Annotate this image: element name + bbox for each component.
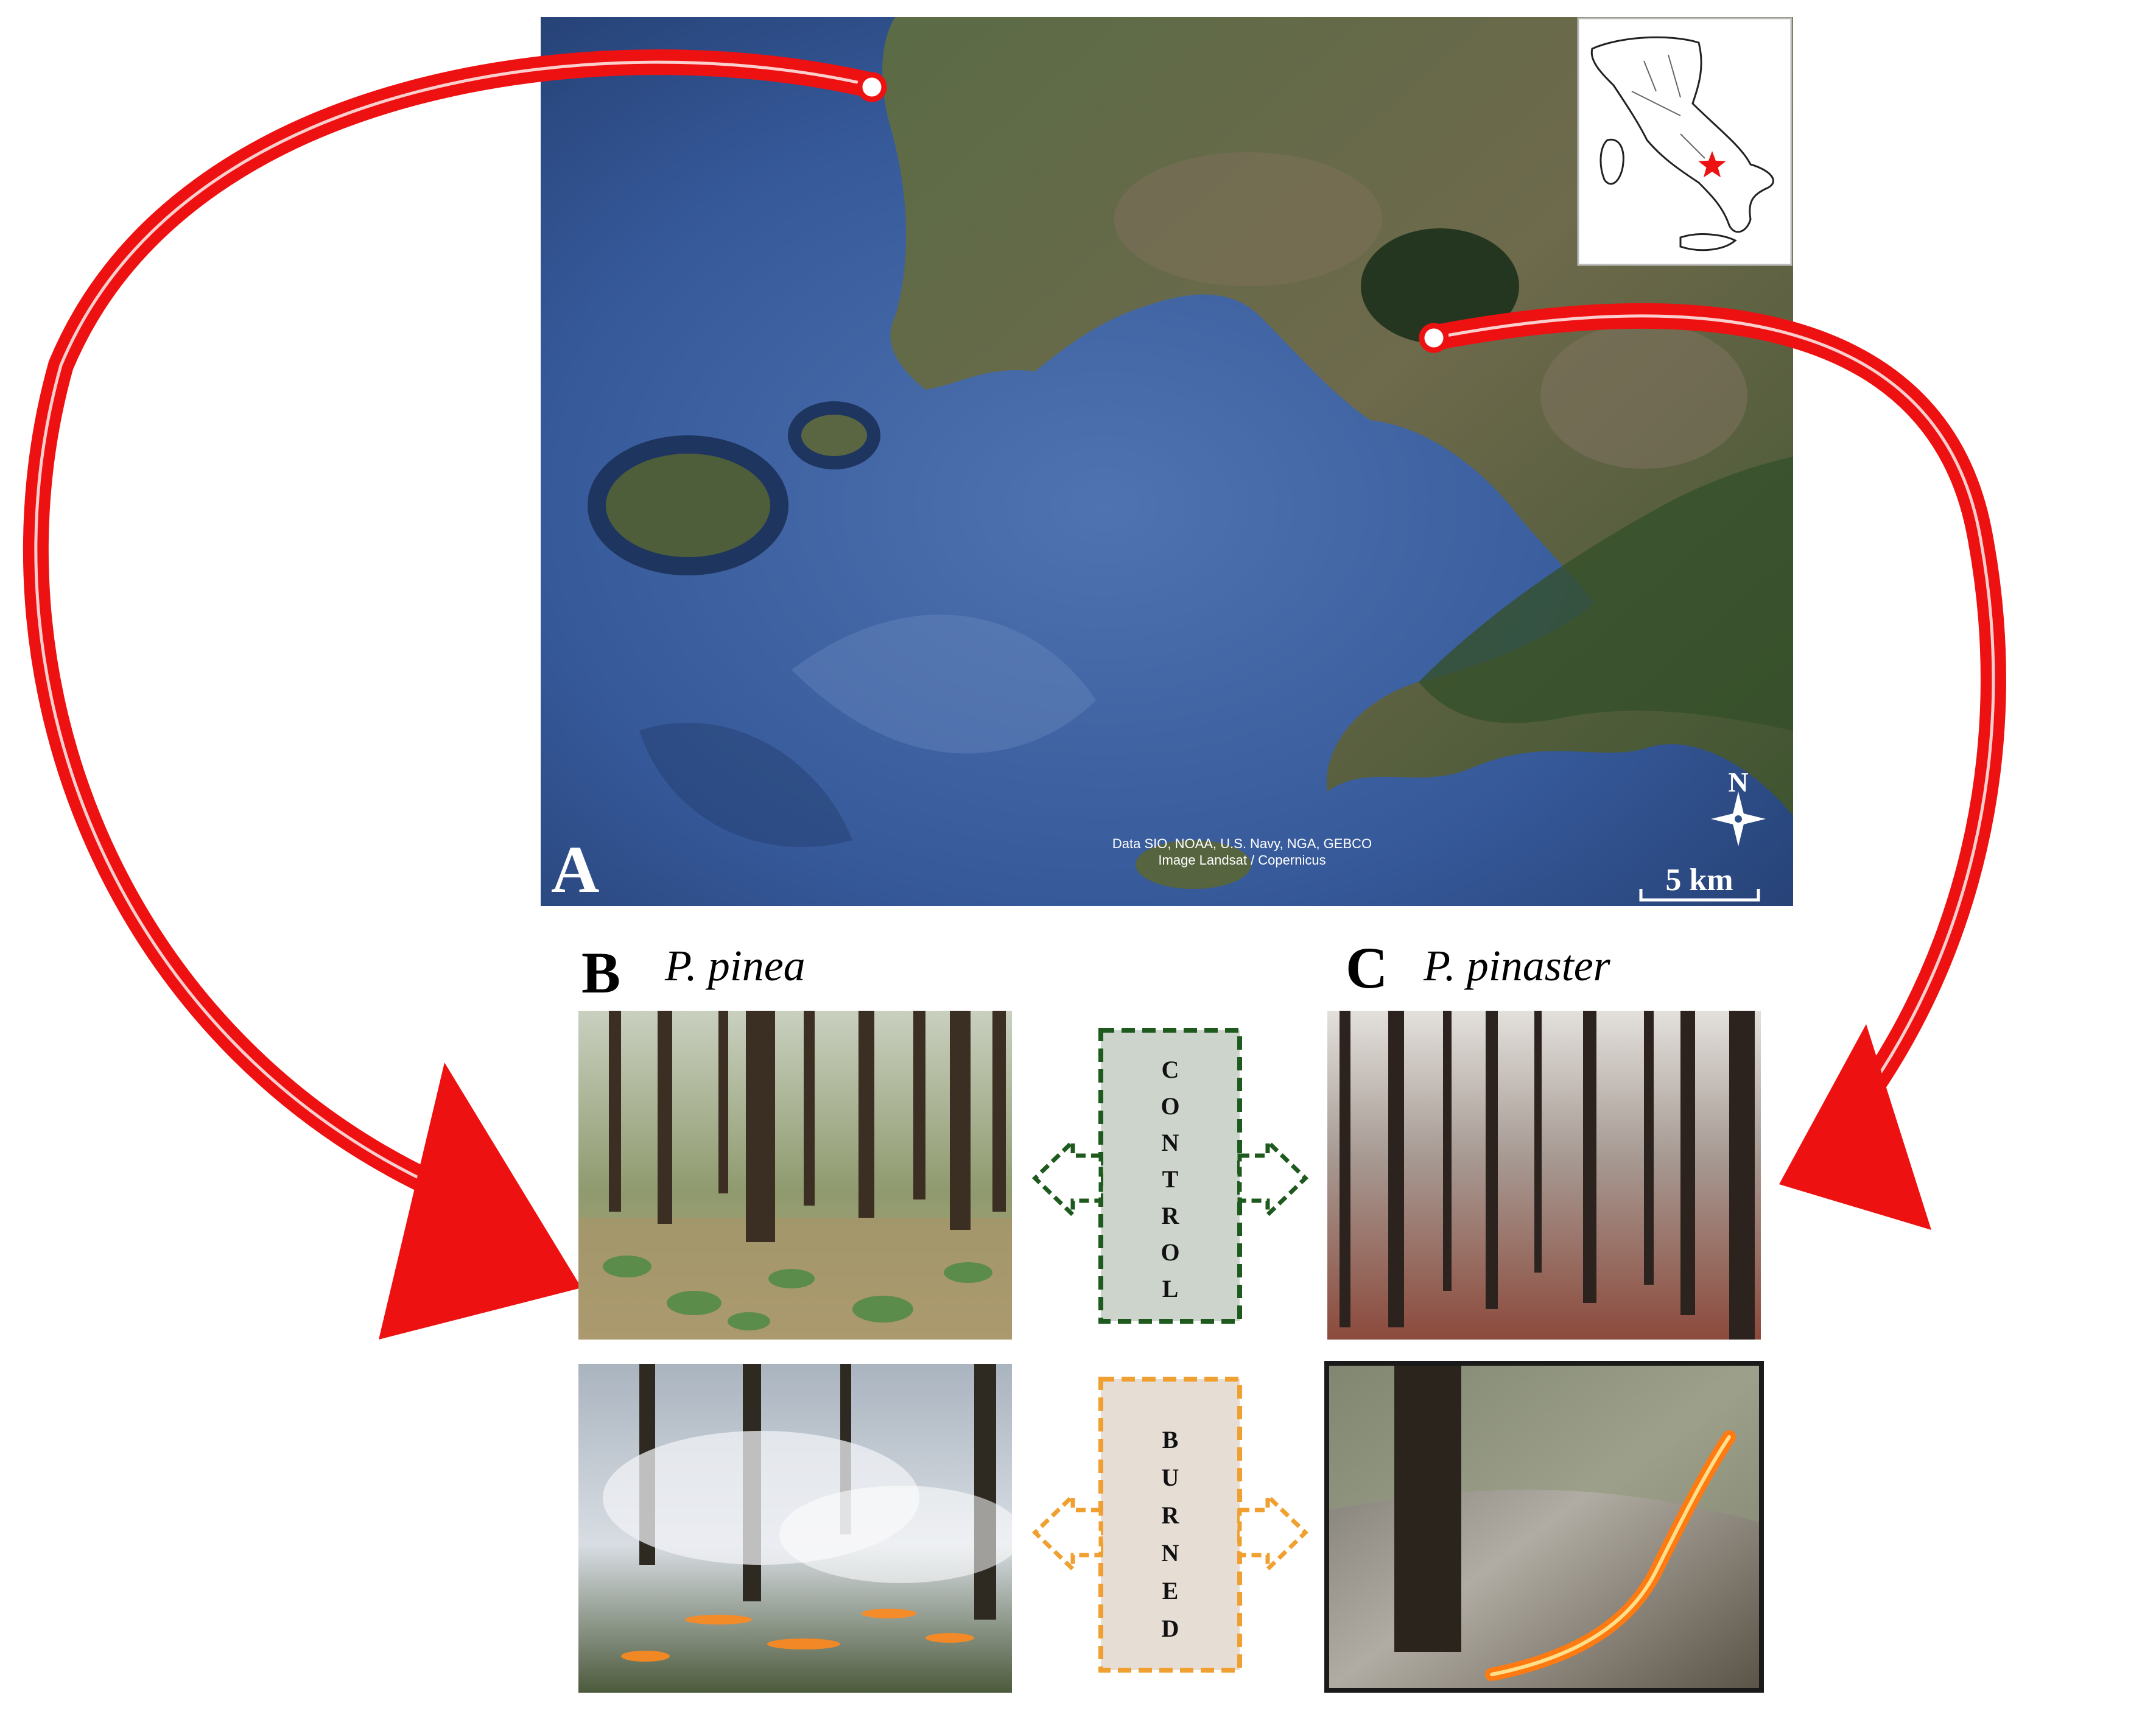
compass-star-icon [1711, 792, 1766, 846]
island-procida [788, 401, 880, 469]
sea-texture [792, 614, 1096, 754]
arrow-head [379, 1062, 581, 1340]
urban-area [1540, 323, 1747, 469]
double-arrow-right-icon [1237, 1491, 1309, 1575]
photo-pinaster-control [1327, 1011, 1761, 1340]
circle-marker-icon [1419, 323, 1449, 353]
peninsula-forest [1419, 457, 1793, 731]
scale-bar [1639, 889, 1760, 902]
site-arrow-pinea [23, 49, 883, 1340]
mainland [882, 17, 1793, 816]
sardinia-outline [1599, 138, 1624, 185]
control-letter: O [1161, 1238, 1179, 1266]
photo-pinea-burned [578, 1364, 1023, 1693]
species-label-pinea: P. pinea [664, 941, 806, 990]
volcano-area [1361, 228, 1519, 344]
attribution-text: Data SIO, NOAA, U.S. Navy, NGA, GEBCO [1112, 836, 1372, 851]
italy-outline [1590, 36, 1774, 233]
control-letter: L [1162, 1275, 1179, 1302]
panel-letter-c: C [1346, 935, 1388, 1000]
double-arrow-right-icon [1237, 1136, 1309, 1220]
italy-inset [1577, 17, 1793, 266]
panel-letter-a: A [551, 832, 599, 907]
burned-letter: B [1162, 1426, 1179, 1453]
region-borders [1631, 54, 1705, 159]
control-letter: O [1161, 1092, 1179, 1120]
sicily-outline [1679, 233, 1737, 251]
north-label: N [1728, 767, 1748, 798]
photo-pinea-control [578, 1011, 1012, 1340]
star-icon [1698, 151, 1726, 178]
control-letter: N [1162, 1129, 1179, 1156]
sea-texture [639, 722, 852, 848]
scale-label: 5 km [1665, 863, 1733, 897]
panel-letter-b: B [581, 940, 620, 1005]
control-letter: R [1162, 1202, 1180, 1229]
species-label-pinaster: P. pinaster [1423, 941, 1611, 990]
double-arrow-left-icon [1031, 1136, 1103, 1220]
burned-letter: D [1162, 1615, 1179, 1642]
control-letter: C [1162, 1056, 1179, 1083]
map-panel: N 5 km Data SIO, NOAA, U.S. Navy, NGA, G… [541, 17, 1793, 907]
urban-area [1114, 152, 1382, 286]
island-ischia [588, 435, 788, 575]
burned-letter: E [1162, 1577, 1179, 1604]
burned-letter: R [1162, 1502, 1180, 1529]
arrow-head [1779, 1024, 1931, 1230]
attribution-text: Image Landsat / Copernicus [1158, 852, 1326, 868]
site-arrow-pinaster [1421, 303, 2006, 1230]
burned-letter: N [1162, 1539, 1179, 1567]
burned-letter: U [1162, 1464, 1179, 1491]
control-letter: T [1162, 1165, 1179, 1193]
island-capri [1136, 840, 1251, 889]
photo-pinaster-burned [1324, 1361, 1764, 1693]
circle-marker-icon [857, 72, 887, 102]
double-arrow-left-icon [1031, 1491, 1103, 1575]
